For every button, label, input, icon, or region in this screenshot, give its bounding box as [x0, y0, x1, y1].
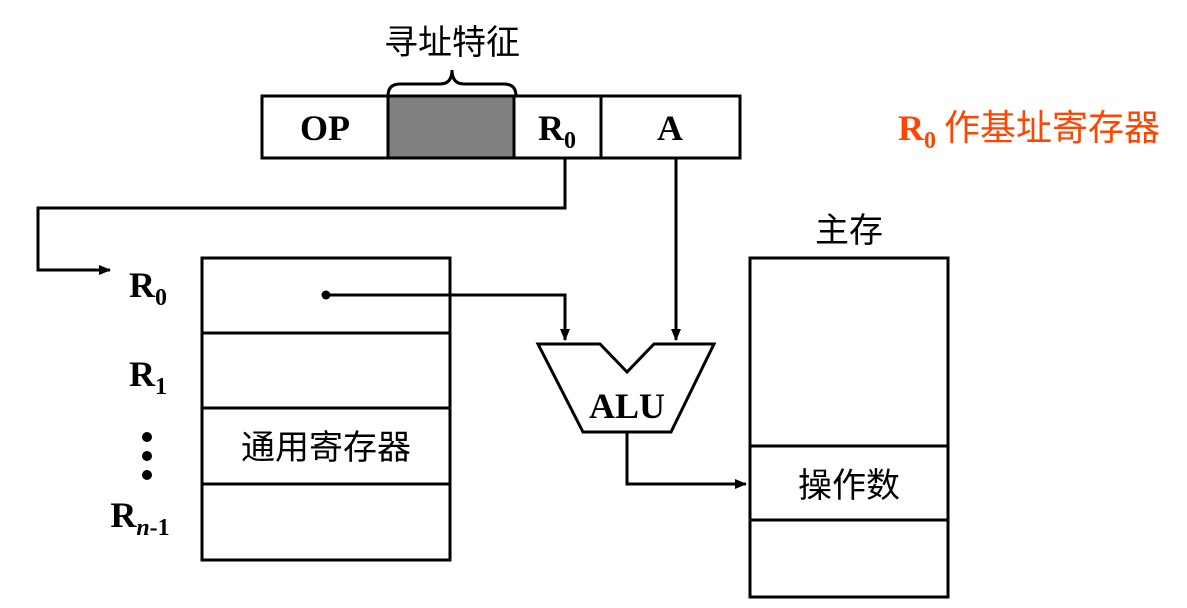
addressing-feature-field: [386, 94, 516, 160]
arrow-r0-to-alu: [326, 293, 570, 341]
register-label-r0: R0: [129, 265, 167, 311]
operand-label: 操作数: [798, 466, 900, 506]
instruction-format: OP R0 A: [260, 94, 742, 160]
register-file-label: 通用寄存器: [241, 428, 411, 468]
addressing-feature-label: 寻址特征: [384, 23, 520, 63]
memory-title: 主存: [815, 211, 883, 251]
arrow-alu-to-operand: [625, 432, 747, 489]
main-memory: 操作数: [748, 256, 950, 599]
alu: ALU: [535, 342, 717, 434]
arrow-r0-field-to-register: [36, 158, 567, 275]
register-label-rn-1: Rn-1: [110, 495, 169, 541]
reg-field-label: R0: [538, 108, 576, 154]
alu-label: ALU: [589, 386, 665, 426]
register-file: 通用寄存器: [200, 256, 452, 562]
op-field-label: OP: [300, 108, 350, 148]
address-field-label: A: [657, 108, 683, 148]
addressing-feature-brace: [386, 69, 518, 97]
ellipsis-dots: [142, 432, 152, 480]
register-label-r1: R1: [129, 354, 167, 400]
